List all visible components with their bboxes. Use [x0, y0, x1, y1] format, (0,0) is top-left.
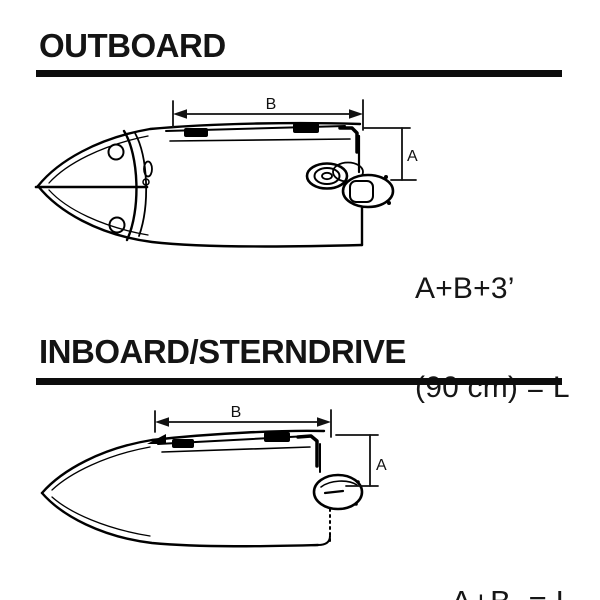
inboard-dim-b-label: B — [231, 404, 242, 421]
outboard-boat-diagram: B A — [34, 96, 418, 248]
outboard-motor — [305, 161, 395, 209]
windshield-wedge — [147, 434, 166, 444]
outboard-title: OUTBOARD — [39, 27, 226, 64]
cleat — [184, 128, 208, 137]
cleat — [293, 123, 319, 133]
cleat — [264, 432, 290, 442]
deck-hatch — [108, 216, 126, 234]
outboard-dim-a-label: A — [407, 148, 418, 165]
outboard-formula: A+B+3’ (90 cm) = L — [415, 206, 570, 470]
sterndrive-unit — [312, 473, 364, 511]
outboard-formula-line1: A+B+3’ — [415, 272, 515, 305]
outboard-divider — [36, 70, 562, 77]
outboard-boat-hull — [34, 121, 364, 248]
outboard-dimension-lines — [172, 99, 417, 181]
dimension-arrowheads — [155, 417, 331, 427]
inboard-title: INBOARD/STERNDRIVE — [39, 333, 406, 370]
inboard-dimension-lines — [154, 409, 379, 487]
outboard-formula-line2: (90 cm) = L — [415, 371, 570, 404]
inboard-formula: A+B = L — [451, 519, 573, 600]
inboard-divider — [36, 378, 562, 385]
deck-hatch — [107, 143, 125, 161]
inboard-dim-a-label: A — [376, 457, 387, 474]
dimension-arrowheads — [173, 109, 363, 119]
inboard-boat-diagram: B A — [40, 404, 387, 548]
inboard-formula-line: A+B = L — [451, 585, 573, 600]
inboard-boat-hull — [40, 429, 331, 548]
cleat — [172, 439, 194, 448]
outboard-dim-b-label: B — [266, 96, 277, 113]
windshield — [122, 129, 153, 242]
